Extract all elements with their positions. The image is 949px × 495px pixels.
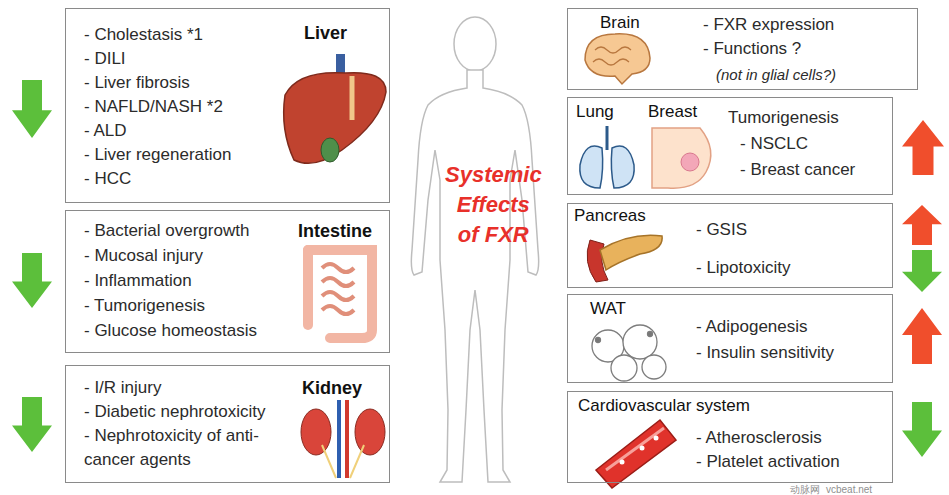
effect-item: - Adipogenesis — [696, 317, 808, 337]
effect-item: - Mucosal injury — [84, 246, 203, 266]
human-silhouette — [411, 17, 538, 482]
organ-label: Breast — [648, 102, 697, 122]
vessel-lumen — [606, 428, 664, 470]
increase-arrow — [902, 120, 944, 175]
decrease-arrow — [12, 80, 52, 138]
brain-folds — [593, 47, 631, 65]
ureter — [322, 445, 364, 478]
effect-item: - Liver fibrosis — [84, 73, 190, 93]
decrease-arrow — [12, 397, 52, 452]
effect-item: - Functions ? — [703, 39, 801, 59]
lung-illustration — [580, 126, 634, 188]
effect-item: - HCC — [84, 169, 131, 189]
watermark: vcbeat.net — [826, 484, 872, 495]
effect-item: - Nephrotoxicity of anti-cancer agents — [84, 424, 284, 472]
colon-ascending — [303, 250, 313, 325]
effect-item: - Cholestasis *1 — [84, 25, 203, 45]
effect-item: - I/R injury — [84, 378, 161, 398]
kidney-left — [301, 409, 331, 455]
liver-illustration — [284, 54, 386, 163]
organ-box: Brain - FXR expression - Functions ? (not i… — [567, 8, 918, 90]
effect-item: - DILI — [84, 49, 126, 69]
decrease-arrow — [902, 402, 942, 457]
head-outline — [454, 17, 496, 71]
pancreas-shape — [600, 235, 662, 270]
body-outline — [411, 70, 538, 482]
lung-left — [580, 146, 603, 188]
organ-box: Liver - Cholestasis *1 - DILI - Liver fibro… — [65, 8, 390, 203]
effect-item: - Diabetic nephrotoxicity — [84, 402, 265, 422]
trachea — [606, 126, 609, 150]
fat-cell — [642, 355, 666, 379]
diagram-title: Systemic Effects of FXR — [445, 160, 542, 250]
organ-label: Liver — [304, 23, 347, 43]
aorta — [345, 400, 349, 478]
effect-item: - Liver regeneration — [84, 145, 231, 165]
organ-box: Kidney - I/R injury - Diabetic nephrotoxic… — [65, 365, 390, 483]
breast-shape — [652, 128, 711, 188]
organ-box: WAT - Adipogenesis - Insulin sensitivity — [567, 294, 893, 383]
watermark: 动脉网 — [790, 484, 820, 495]
intestine-illustration — [308, 250, 372, 338]
gallbladder — [321, 138, 339, 162]
vessel — [596, 420, 676, 488]
organ-label: Intestine — [298, 221, 372, 241]
organ-box: Intestine - Bacterial overgrowth - Mucosal… — [65, 210, 390, 353]
kidney-right — [355, 409, 385, 455]
liver-shape — [284, 73, 386, 164]
effect-item: - Atherosclerosis — [696, 428, 822, 448]
effect-item: - Lipotoxicity — [696, 258, 790, 278]
increase-arrow — [902, 308, 942, 364]
increase-arrow — [902, 205, 942, 245]
organ-label: Cardiovascular system — [578, 396, 750, 416]
breast-illustration — [652, 128, 711, 188]
effect-item: - ALD — [84, 121, 127, 141]
effect-item: - Glucose homeostasis — [84, 321, 257, 341]
effect-item: - GSIS — [696, 220, 747, 240]
effect-item: - NSCLC — [740, 134, 808, 154]
effect-item: - Insulin sensitivity — [696, 343, 834, 363]
effect-item: - FXR expression — [703, 15, 834, 35]
fat-cell-illustration — [592, 325, 666, 381]
small-intestine — [322, 264, 354, 314]
fat-cell — [611, 355, 637, 381]
effect-arrows — [12, 80, 944, 457]
nucleus — [596, 338, 601, 343]
effect-item: - Tumorigenesis — [84, 296, 205, 316]
effect-item: - Breast cancer — [740, 160, 855, 180]
brain-illustration — [585, 34, 650, 84]
pancreas-illustration — [587, 235, 662, 282]
nucleus — [648, 332, 653, 337]
brain-shape — [585, 34, 650, 84]
decrease-arrow — [12, 253, 52, 308]
organ-label: WAT — [590, 299, 626, 319]
effect-item: - NAFLD/NASH *2 — [84, 97, 223, 117]
organ-label: Pancreas — [574, 206, 646, 226]
lung-right — [611, 146, 634, 188]
effect-item: - Platelet activation — [696, 452, 840, 472]
bile-duct — [350, 76, 355, 120]
vessel-illustration — [596, 420, 676, 488]
decrease-arrow — [902, 250, 942, 292]
organ-box: Lung Breast Tumorigenesis - NSCLC - Breast c… — [567, 97, 893, 195]
organ-label: Lung — [576, 102, 614, 122]
organ-box: Pancreas - GSIS - Lipotoxicity — [567, 203, 893, 288]
organ-box: Cardiovascular system - Atherosclerosis - … — [567, 391, 893, 483]
blood-cell — [640, 446, 645, 451]
colon — [308, 250, 372, 338]
blood-cell — [654, 436, 659, 441]
fat-cell — [623, 325, 657, 359]
breast-gland — [681, 153, 699, 171]
blood-cell — [620, 460, 625, 465]
organ-label: Brain — [600, 13, 640, 33]
note-text: (not in glial cells?) — [716, 65, 836, 85]
effect-item: - Bacterial overgrowth — [84, 221, 249, 241]
effect-item: - Inflammation — [84, 271, 192, 291]
kidney-illustration — [301, 400, 385, 478]
organ-label: Kidney — [302, 378, 362, 398]
vena-cava — [337, 400, 341, 478]
effect-item: Tumorigenesis — [728, 108, 839, 128]
